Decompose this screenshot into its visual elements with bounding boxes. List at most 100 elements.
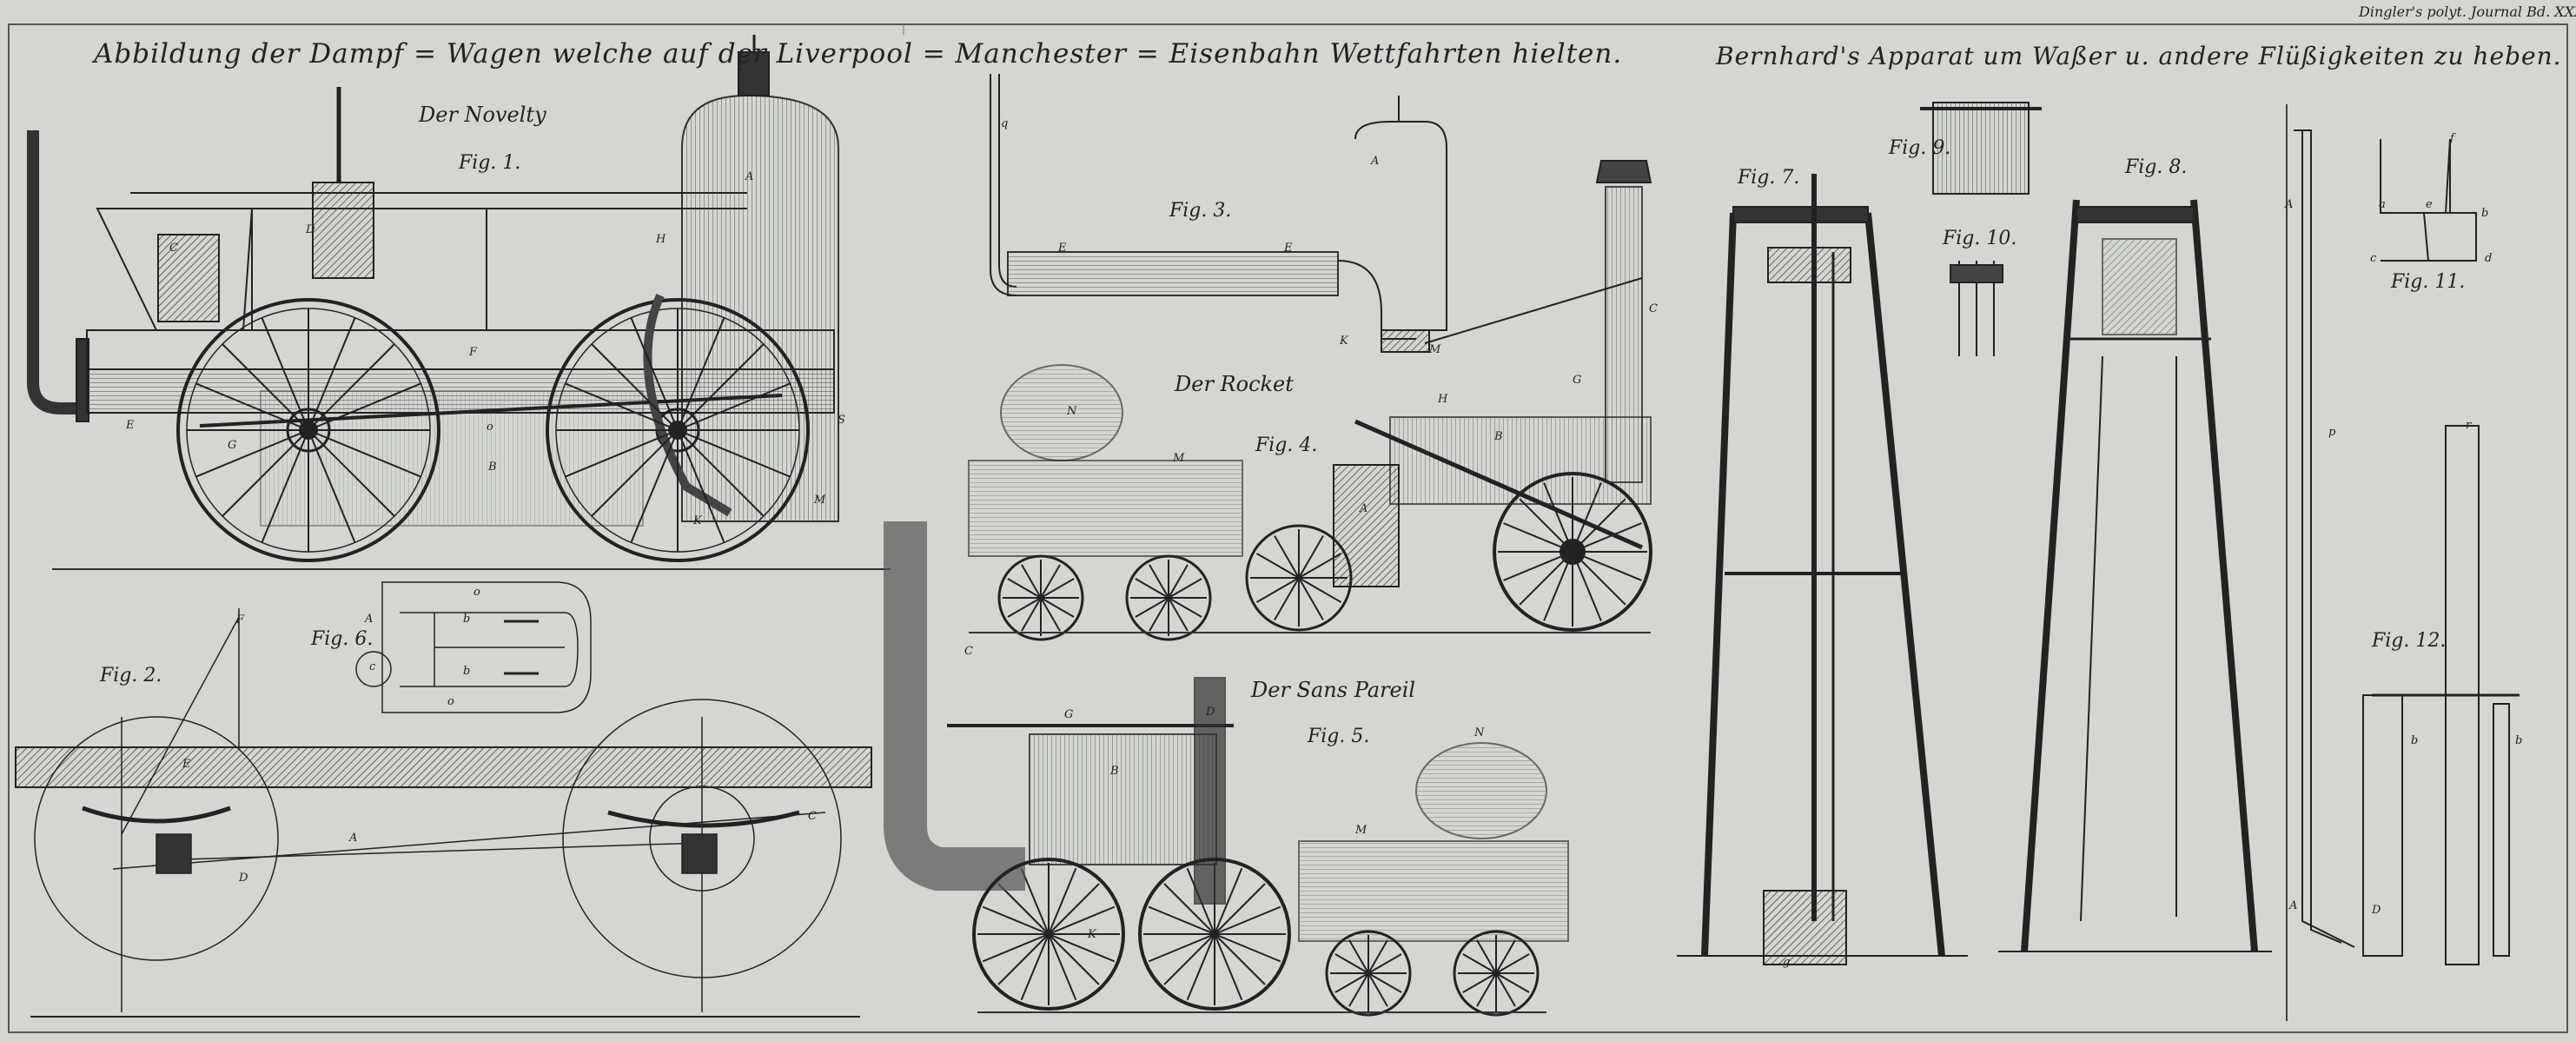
letter-c-fig6: c	[369, 660, 376, 673]
fig3-label: Fig. 3.	[1169, 200, 1232, 222]
wheel-spoke	[1048, 905, 1116, 935]
sans-pareil-locomotive	[884, 521, 1569, 1017]
wheel-spoke	[195, 382, 309, 431]
wheel-spoke	[1214, 933, 1281, 963]
letter-n-fig4: N	[1067, 405, 1077, 418]
wheel-spoke	[1495, 972, 1516, 1007]
wheel-spoke	[677, 429, 791, 478]
letter-g-fig4: G	[1573, 374, 1582, 387]
plate-title-right: Bernhard's Apparat um Waßer u. andere Fl…	[1716, 42, 2562, 70]
letter-c-fig5: C	[964, 645, 973, 658]
letter-b1-fig6: b	[463, 613, 471, 626]
plate-title-left: Abbildung der Dampf = Wagen welche auf d…	[94, 38, 1623, 70]
wheel-spoke	[308, 317, 356, 431]
fig12-label: Fig. 12.	[2372, 630, 2447, 652]
letter-q-fig3: q	[1001, 117, 1009, 130]
wheel-spoke	[565, 382, 679, 431]
wheel-spoke	[1274, 535, 1300, 579]
wheel-spoke	[565, 429, 679, 478]
wheel-spoke	[630, 429, 679, 543]
wheel-spoke	[1168, 597, 1202, 618]
letter-o1-fig6: o	[473, 586, 480, 599]
wheel-spoke	[677, 429, 725, 543]
letter-b-fig4: B	[1494, 430, 1503, 443]
fig12-apparatus	[2294, 129, 2520, 965]
plate-reference: Dingler's polyt. Journal Bd. XXXIV. Tb. …	[2359, 3, 2576, 20]
wheel-spoke	[1367, 972, 1388, 1007]
wheel-spoke	[1168, 597, 1189, 632]
wheel-spoke	[1495, 972, 1530, 993]
letter-r-fig12: r	[2466, 419, 2472, 432]
letter-a-fig3: A	[1371, 155, 1380, 168]
letter-b2-fig6: b	[463, 665, 471, 678]
letter-l: L	[738, 61, 746, 74]
fig8-tower	[1998, 199, 2272, 952]
letter-e2-fig3: E	[1284, 242, 1293, 255]
letter-n-fig5: N	[1474, 726, 1485, 739]
fig11-label: Fig. 11.	[2391, 271, 2466, 293]
wheel-spoke	[1021, 564, 1042, 599]
fig2-frame-plan	[15, 608, 872, 1018]
letter-c-fig11: c	[2370, 252, 2377, 265]
wheel-spoke	[1040, 578, 1075, 599]
wheel-spoke	[982, 905, 1050, 935]
novelty-locomotive	[27, 35, 839, 562]
wheel-spoke	[982, 933, 1050, 963]
wheel-spoke	[1040, 597, 1061, 632]
wheel-spoke	[1462, 972, 1497, 993]
wheel-spoke	[677, 429, 765, 517]
wheel-spoke	[1020, 933, 1050, 1001]
letter-a-fig2: A	[349, 832, 358, 845]
sans-pareil-title: Der Sans Pareil	[1251, 678, 1416, 702]
fig7-tower	[1677, 174, 1968, 965]
letter-d-fig11: d	[2485, 252, 2493, 265]
wheel-spoke	[1214, 867, 1243, 935]
letter-a-fig1: A	[745, 170, 754, 183]
wheel-spoke	[677, 382, 791, 431]
letter-p-fig12: p	[2328, 426, 2336, 439]
letter-a-fig11: a	[2379, 198, 2386, 211]
wheel-spoke	[677, 343, 765, 431]
plate-border	[8, 23, 2568, 1033]
letter-b-fig5: B	[1110, 765, 1119, 778]
wheel-spoke	[1274, 577, 1300, 620]
letter-m-fig3: M	[1429, 343, 1441, 356]
wheel-spoke	[308, 429, 395, 517]
letter-g-fig1: G	[228, 439, 237, 452]
wheel-spoke	[1476, 939, 1497, 974]
letter-k-fig5: K	[1088, 928, 1096, 941]
wheel-spoke	[1040, 564, 1061, 599]
fig8-label: Fig. 8.	[2125, 156, 2188, 178]
fig4-label: Fig. 4.	[1255, 434, 1318, 456]
wheel-spoke	[1334, 953, 1369, 974]
wheel-spoke	[1007, 578, 1042, 599]
letter-b-fig11: b	[2481, 207, 2489, 220]
letter-f-fig2: F	[236, 613, 245, 627]
letter-e-fig11: e	[2426, 198, 2433, 211]
wheel-spoke	[1214, 933, 1243, 1001]
letter-m-fig1: M	[814, 494, 826, 507]
wheel-spoke	[1256, 553, 1300, 579]
letter-b-fig1: B	[488, 461, 497, 474]
wheel-spoke	[1048, 933, 1100, 985]
fig1-label: Fig. 1.	[459, 152, 521, 174]
wheel-spoke	[1256, 577, 1300, 603]
wheel-spoke	[1495, 939, 1516, 974]
letter-k-fig1: K	[693, 514, 702, 527]
wheel-spoke	[1298, 577, 1324, 620]
wheel-spoke	[1149, 564, 1169, 599]
wheel-spoke	[1214, 905, 1281, 935]
wheel-spoke	[1040, 597, 1075, 618]
wheel-spoke	[997, 883, 1050, 935]
rocket-title: Der Rocket	[1175, 372, 1294, 396]
wheel-spoke	[1367, 972, 1402, 993]
letter-k-fig3: K	[1340, 335, 1348, 348]
wheel-spoke	[1163, 933, 1215, 985]
letter-e-fig2: E	[182, 758, 191, 771]
fig10-label: Fig. 10.	[1943, 228, 2017, 249]
wheel-spoke	[308, 382, 421, 431]
wheel-spoke	[308, 429, 356, 543]
letter-h-fig1: H	[656, 233, 666, 246]
wheel-spoke	[1020, 867, 1050, 935]
